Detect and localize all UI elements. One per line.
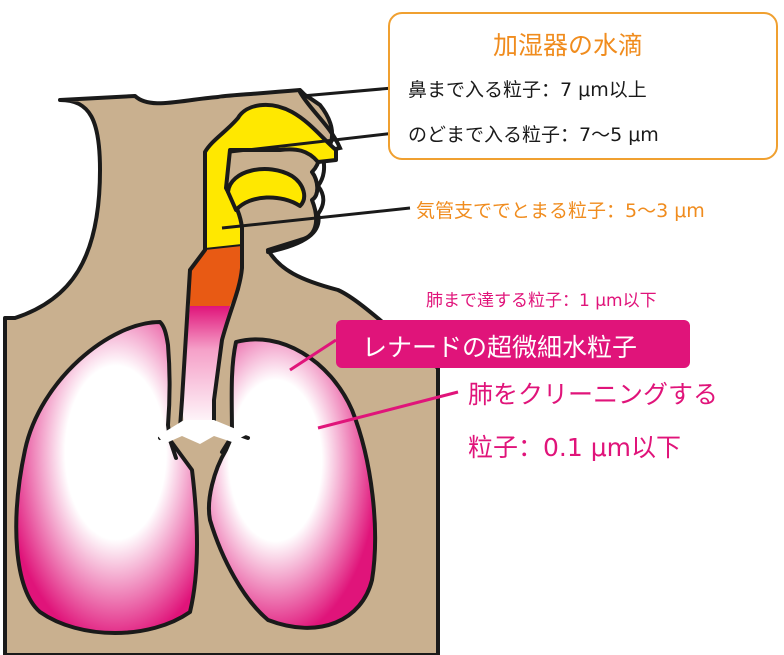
trachea-outline-right xyxy=(212,228,244,428)
bronchi-fill xyxy=(158,420,248,444)
leader-bronchi xyxy=(221,206,411,230)
head-outline xyxy=(266,90,343,254)
larynx xyxy=(190,246,242,306)
label-bronchi-particles: 気管支ででとまる粒子：5～3 μm xyxy=(416,200,705,222)
oral-arch xyxy=(226,167,307,212)
label-lung-reach-particles: 肺まで達する粒子：1 μm以下 xyxy=(426,291,657,311)
trachea xyxy=(182,306,230,430)
leader-nose xyxy=(301,85,405,98)
label-nose-particles: 鼻まで入る粒子：7 μm以上 xyxy=(408,79,647,101)
cleaning-label-line1: 肺をクリーニングする xyxy=(468,380,719,409)
right-lung xyxy=(207,337,378,630)
trachea-outline xyxy=(178,152,207,429)
cleaning-label-line2: 粒子：0.1 μm以下 xyxy=(468,433,681,462)
leader-throat xyxy=(229,130,405,154)
nasal-cavity xyxy=(203,102,338,252)
leader-product xyxy=(289,338,337,372)
product-banner xyxy=(336,320,690,368)
label-throat-particles: のどまで入る粒子：7～5 μm xyxy=(408,124,659,146)
particle-size-box xyxy=(388,12,778,160)
product-label: レナードの超微細水粒子 xyxy=(362,333,638,362)
left-lung xyxy=(14,320,199,635)
leader-cleaning xyxy=(317,390,459,430)
box-heading: 加湿器の水滴 xyxy=(493,31,644,60)
